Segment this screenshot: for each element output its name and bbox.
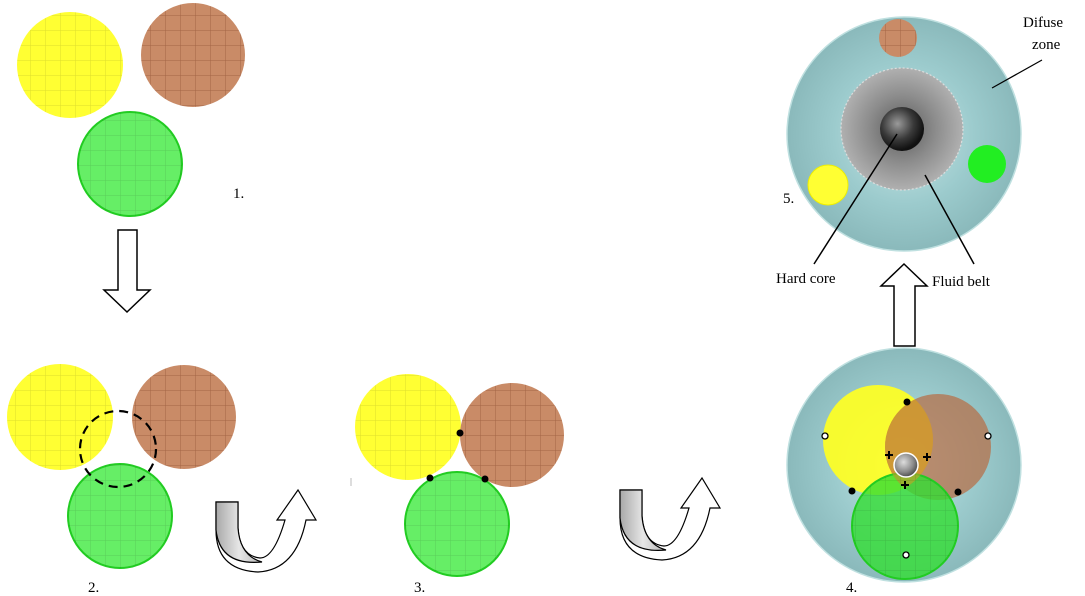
hard-core-leader-line	[813, 133, 898, 265]
fluid-belt-label: Fluid belt	[932, 274, 991, 290]
yellow-droplet-texture	[7, 364, 113, 470]
down-arrow	[102, 229, 152, 314]
contact-point	[954, 488, 962, 496]
contact-point	[848, 487, 856, 495]
curved-arrow-2-3	[215, 488, 318, 573]
diffuse-zone-label-line2: zone	[1032, 37, 1061, 53]
step1-group: 1.	[17, 3, 245, 217]
step5-label: 5.	[783, 191, 794, 207]
brown-droplet-texture	[141, 3, 245, 107]
open-point	[984, 432, 992, 440]
contact-point	[481, 475, 489, 483]
contact-point	[426, 474, 434, 482]
step4-group: 4.	[786, 347, 1022, 596]
yellow-droplet-texture	[355, 374, 461, 480]
step3-label: 3.	[414, 580, 425, 596]
brown-droplet-texture	[132, 365, 236, 469]
green-droplet	[968, 145, 1006, 183]
up-arrow	[879, 262, 929, 347]
diffuse-zone-leader-line	[991, 59, 1043, 89]
hard-core	[880, 107, 924, 151]
curved-arrow-3-4	[619, 476, 722, 561]
green-droplet-texture	[68, 464, 172, 568]
open-point	[902, 551, 910, 559]
step2-group: 2.	[7, 364, 236, 596]
inner-core	[893, 452, 919, 478]
hard-core-label: Hard core	[776, 271, 836, 287]
plus-marker	[923, 453, 931, 461]
open-point	[821, 432, 829, 440]
step5-group: Difuse zone Hard core Fluid belt 5.	[776, 15, 1063, 290]
fluid-belt-leader-line	[924, 174, 975, 265]
brown-droplet-texture	[460, 383, 564, 487]
step3-group: 3.	[350, 374, 564, 596]
contact-point	[456, 429, 464, 437]
step2-label: 2.	[88, 580, 99, 596]
contact-zone-dashed-circle	[78, 409, 158, 489]
step4-label: 4.	[846, 580, 857, 596]
green-droplet-texture	[78, 112, 182, 216]
brown-droplet-texture	[879, 19, 917, 57]
green-droplet-texture	[405, 472, 509, 576]
step1-label: 1.	[233, 186, 244, 202]
diffuse-zone-label-line1: Difuse	[1023, 15, 1063, 31]
yellow-droplet-texture	[17, 12, 123, 118]
contact-point	[903, 398, 911, 406]
plus-marker	[901, 481, 909, 489]
green-droplet-texture	[852, 473, 958, 579]
yellow-droplet	[807, 164, 849, 206]
plus-marker	[885, 451, 893, 459]
